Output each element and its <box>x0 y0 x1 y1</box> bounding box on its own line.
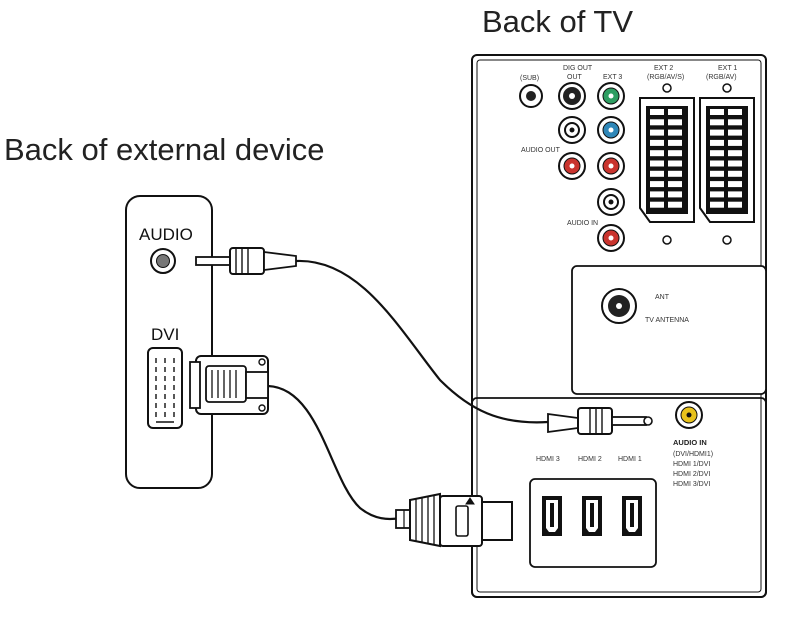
audio-in-right-jack-icon <box>597 224 625 252</box>
hdmi2-label: HDMI 2 <box>578 456 602 463</box>
antenna-sub-label: TV ANTENNA <box>645 317 689 324</box>
component-pr-jack-icon <box>597 152 625 180</box>
audio-jack-icon <box>150 248 176 274</box>
tv-back-panel: (SUB) DIG OUT OUT EXT 3 AUDIO OUT <box>471 54 767 598</box>
audio-in-yellow-jack-icon <box>675 401 703 429</box>
audio-in-label: AUDIO IN <box>673 438 707 447</box>
audio-in-small-label: AUDIO IN <box>567 220 598 227</box>
audio-cable <box>195 247 653 435</box>
jack-label-dig-out-sub: OUT <box>567 74 583 81</box>
antenna-jack-icon <box>601 288 637 324</box>
antenna-label: ANT <box>655 294 670 301</box>
audio-in-line-4: HDMI 3/DVI <box>673 481 710 488</box>
dvi-port-label: DVI <box>151 325 179 344</box>
sub-jack-icon <box>519 84 543 108</box>
digital-out-jack-icon <box>558 82 586 110</box>
audio-out-label: AUDIO OUT <box>521 147 561 154</box>
audio-in-line-2: HDMI 1/DVI <box>673 461 710 468</box>
hdmi1-port-icon <box>622 496 642 536</box>
scart-sub-ext1: (RGB/AV) <box>706 74 737 81</box>
hdmi3-port-icon <box>542 496 562 536</box>
jack-label-ext3: EXT 3 <box>603 74 622 81</box>
jack-label-dig-out: DIG OUT <box>563 65 593 72</box>
external-device: AUDIO DVI <box>125 195 213 489</box>
dvi-to-hdmi-cable <box>189 355 513 548</box>
scart-label-ext2: EXT 2 <box>654 65 673 72</box>
audio-out-right-jack-icon <box>558 152 586 180</box>
audio-in-left-jack-icon <box>597 188 625 216</box>
scart-ext1-port-icon <box>699 83 755 245</box>
audio-out-left-jack-icon <box>558 116 586 144</box>
audio-port-label: AUDIO <box>139 225 193 244</box>
audio-in-line-3: HDMI 2/DVI <box>673 471 710 478</box>
device-title: Back of external device <box>4 132 325 167</box>
component-pb-jack-icon <box>597 116 625 144</box>
scart-ext2-port-icon <box>639 83 695 245</box>
scart-label-ext1: EXT 1 <box>718 65 737 72</box>
tv-title: Back of TV <box>482 4 633 39</box>
audio-in-line-1: (DVI/HDMI1) <box>673 451 713 458</box>
scart-sub-ext2: (RGB/AV/S) <box>647 74 684 81</box>
component-y-jack-icon <box>597 82 625 110</box>
jack-label-sub: (SUB) <box>520 75 539 82</box>
dvi-port-icon <box>147 347 183 429</box>
hdmi3-label: HDMI 3 <box>536 456 560 463</box>
hdmi2-port-icon <box>582 496 602 536</box>
hdmi1-label: HDMI 1 <box>618 456 642 463</box>
